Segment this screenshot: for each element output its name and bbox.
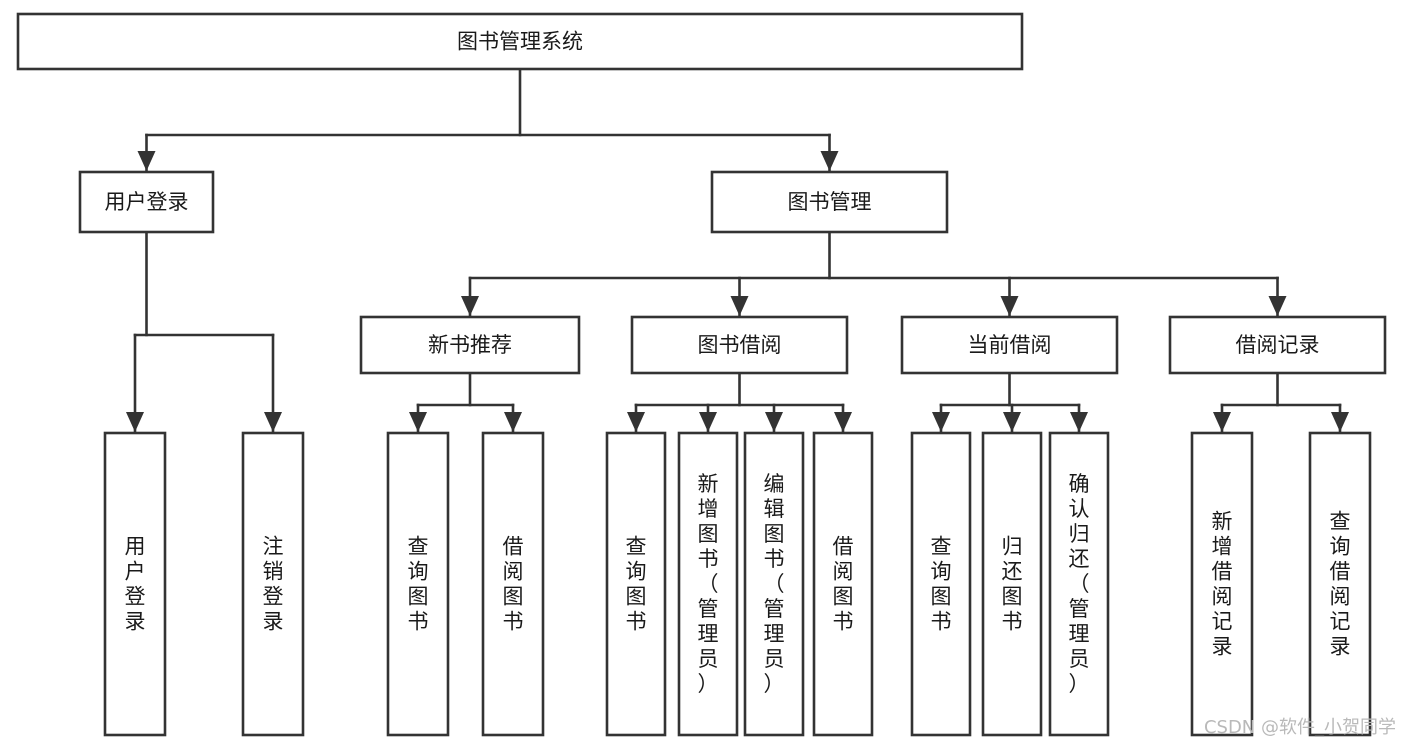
node-rect [743, 431, 805, 737]
node-root-0[interactable]: 图书管理系统 [16, 12, 1024, 71]
node-leaf-7[interactable]: 借阅图书 [812, 431, 874, 737]
node-label: 编辑图书（管理员） [764, 472, 785, 696]
record-arrow-0 [1213, 412, 1231, 432]
node-leaf-10[interactable]: 确认归还（管理员） [1048, 431, 1110, 737]
node-rect [1308, 431, 1372, 737]
node-rect [386, 431, 450, 737]
node-label: 查询图书 [626, 535, 647, 634]
node-label: 归还图书 [1002, 535, 1023, 634]
node-leaf-1[interactable]: 注销登录 [241, 431, 305, 737]
node-label: 用户登录 [125, 535, 146, 634]
node-boxes: 图书管理系统用户登录图书管理新书推荐图书借阅当前借阅借阅记录用户登录注销登录查询… [16, 12, 1387, 737]
node-leaf-6[interactable]: 编辑图书（管理员） [743, 431, 805, 737]
borrow-arrow-0 [627, 412, 645, 432]
node-label: 借阅图书 [833, 535, 854, 634]
node-label: 查询借阅记录 [1330, 510, 1351, 659]
node-rect [1190, 431, 1254, 737]
node-rect [103, 431, 167, 737]
borrow-arrow-3 [834, 412, 852, 432]
watermark-label: CSDN @软件_小贺同学 [1204, 717, 1396, 738]
node-label: 图书管理系统 [457, 30, 583, 54]
node-rect [910, 431, 972, 737]
node-leaf-2[interactable]: 查询图书 [386, 431, 450, 737]
node-rect [1048, 431, 1110, 737]
node-leaf-12[interactable]: 查询借阅记录 [1308, 431, 1372, 737]
node-label: 新书推荐 [428, 333, 512, 357]
node-leaf-4[interactable]: 查询图书 [605, 431, 667, 737]
node-leaf-8[interactable]: 查询图书 [910, 431, 972, 737]
current-arrow-2 [1070, 412, 1088, 432]
node-rect [241, 431, 305, 737]
node-rect [359, 315, 581, 375]
book-mgmt-arrow-1 [730, 296, 749, 316]
node-rect [981, 431, 1043, 737]
borrow-arrow-2 [765, 412, 783, 432]
node-leaf-11[interactable]: 新增借阅记录 [1190, 431, 1254, 737]
root-arrow-0 [137, 151, 156, 171]
record-arrow-1 [1331, 412, 1349, 432]
book-mgmt-arrow-0 [461, 296, 479, 316]
node-label: 新增借阅记录 [1212, 510, 1233, 659]
current-arrow-0 [932, 412, 950, 432]
node-level3-1[interactable]: 图书借阅 [630, 315, 849, 375]
new-book-arrow-1 [504, 412, 522, 432]
node-label: 查询图书 [931, 535, 952, 634]
node-label: 借阅图书 [503, 535, 524, 634]
node-leaf-5[interactable]: 新增图书（管理员） [677, 431, 739, 737]
current-arrow-1 [1003, 412, 1021, 432]
node-label: 图书借阅 [698, 333, 782, 357]
user-login-arrow-0 [126, 412, 144, 432]
borrow-arrow-1 [699, 412, 717, 432]
node-rect [78, 170, 215, 234]
node-leaf-0[interactable]: 用户登录 [103, 431, 167, 737]
node-label: 确认归还（管理员） [1069, 472, 1090, 696]
node-level2-0[interactable]: 用户登录 [78, 170, 215, 234]
node-label: 新增图书（管理员） [698, 472, 719, 696]
node-rect [630, 315, 849, 375]
node-rect [1168, 315, 1387, 375]
node-label: 借阅记录 [1236, 333, 1320, 357]
node-level2-1[interactable]: 图书管理 [710, 170, 949, 234]
node-label: 注销登录 [263, 535, 284, 634]
node-level3-2[interactable]: 当前借阅 [900, 315, 1119, 375]
node-label: 查询图书 [408, 535, 429, 634]
node-label: 用户登录 [105, 190, 189, 214]
connector-lines [126, 67, 1349, 434]
node-rect [710, 170, 949, 234]
user-login-arrow-1 [264, 412, 282, 432]
node-rect [677, 431, 739, 737]
node-rect [16, 12, 1024, 71]
book-mgmt-arrow-3 [1268, 296, 1287, 316]
node-level3-0[interactable]: 新书推荐 [359, 315, 581, 375]
node-label: 图书管理 [788, 190, 872, 214]
new-book-arrow-0 [409, 412, 427, 432]
node-leaf-3[interactable]: 借阅图书 [481, 431, 545, 737]
node-rect [900, 315, 1119, 375]
node-rect [605, 431, 667, 737]
node-rect [812, 431, 874, 737]
node-leaf-9[interactable]: 归还图书 [981, 431, 1043, 737]
node-rect [481, 431, 545, 737]
book-mgmt-arrow-2 [1000, 296, 1019, 316]
node-label: 当前借阅 [968, 333, 1052, 357]
root-arrow-1 [820, 151, 839, 171]
node-level3-3[interactable]: 借阅记录 [1168, 315, 1387, 375]
